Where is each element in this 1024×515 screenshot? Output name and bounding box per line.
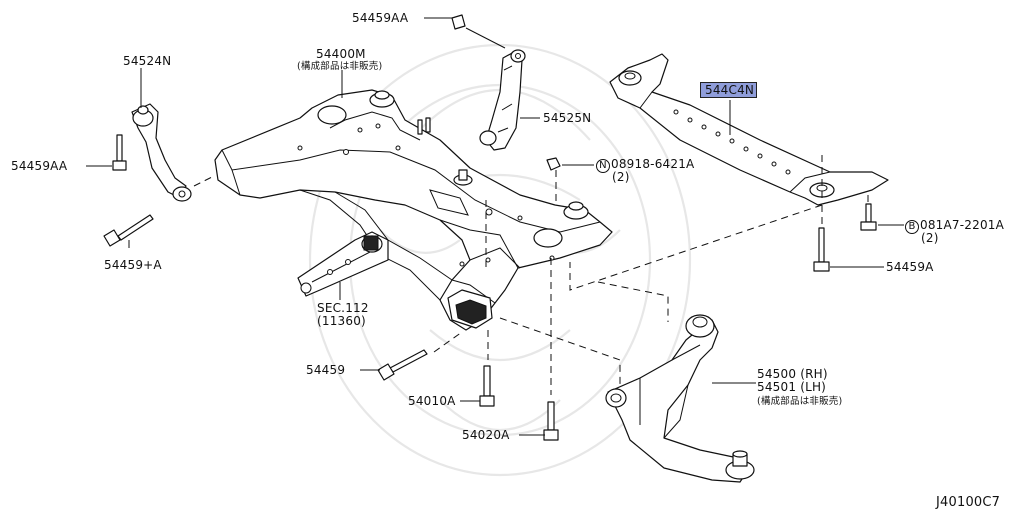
label-54500-note: (構成部品は非販売): [757, 396, 843, 407]
label-081A7-qty: (2): [921, 231, 939, 245]
label-54459AA-top[interactable]: 54459AA: [352, 11, 409, 25]
label-54020A[interactable]: 54020A: [462, 428, 510, 442]
assembly-guide-lines: [433, 155, 869, 395]
label-08918-qty: (2): [612, 170, 630, 184]
transverse-link[interactable]: [605, 314, 755, 483]
front-suspension-member[interactable]: [214, 89, 613, 331]
b-circle-icon: B: [905, 220, 919, 234]
bolt-54010A[interactable]: [479, 365, 495, 407]
bolt-081A7-2201A[interactable]: [860, 203, 877, 231]
label-54459AA-left[interactable]: 54459AA: [11, 159, 68, 173]
label-081A7-text: 081A7-2201A: [920, 218, 1005, 232]
label-54400M[interactable]: 54400M: [316, 47, 366, 61]
label-08918-text: 08918-6421A: [611, 157, 695, 171]
bolt-54459AA-left[interactable]: [112, 134, 127, 171]
nut-08918-6421A[interactable]: [546, 157, 561, 171]
label-54524N[interactable]: 54524N: [123, 54, 172, 68]
label-54459-plus-a[interactable]: 54459+A: [104, 258, 162, 272]
label-54010A[interactable]: 54010A: [408, 394, 456, 408]
stabilizer-connecting-rod-right[interactable]: [451, 14, 526, 151]
diagram-code: J40100C7: [936, 495, 1001, 510]
bolt-54020A[interactable]: [543, 401, 559, 441]
label-54501-lh[interactable]: 54501 (LH): [757, 380, 827, 394]
bolt-54459-plus-a[interactable]: [103, 214, 154, 247]
label-sec112[interactable]: SEC.112: [317, 301, 369, 315]
leader-lines: [86, 17, 904, 436]
stiffener-bar[interactable]: [609, 53, 889, 206]
label-54525N[interactable]: 54525N: [543, 111, 592, 125]
bolt-54459[interactable]: [377, 349, 428, 381]
engine-mount-bracket[interactable]: [297, 231, 389, 297]
label-54459[interactable]: 54459: [306, 363, 346, 377]
label-54459A[interactable]: 54459A: [886, 260, 934, 274]
label-sec112-ref: (11360): [317, 314, 366, 328]
stabilizer-connecting-rod-left[interactable]: [131, 103, 215, 202]
label-544C4N-highlighted[interactable]: 544C4N: [700, 82, 758, 98]
label-54400M-note: (構成部品は非販売): [297, 61, 383, 72]
n-circle-icon: N: [596, 159, 610, 173]
bolt-54459A[interactable]: [813, 227, 830, 272]
label-54500-rh[interactable]: 54500 (RH): [757, 367, 828, 381]
